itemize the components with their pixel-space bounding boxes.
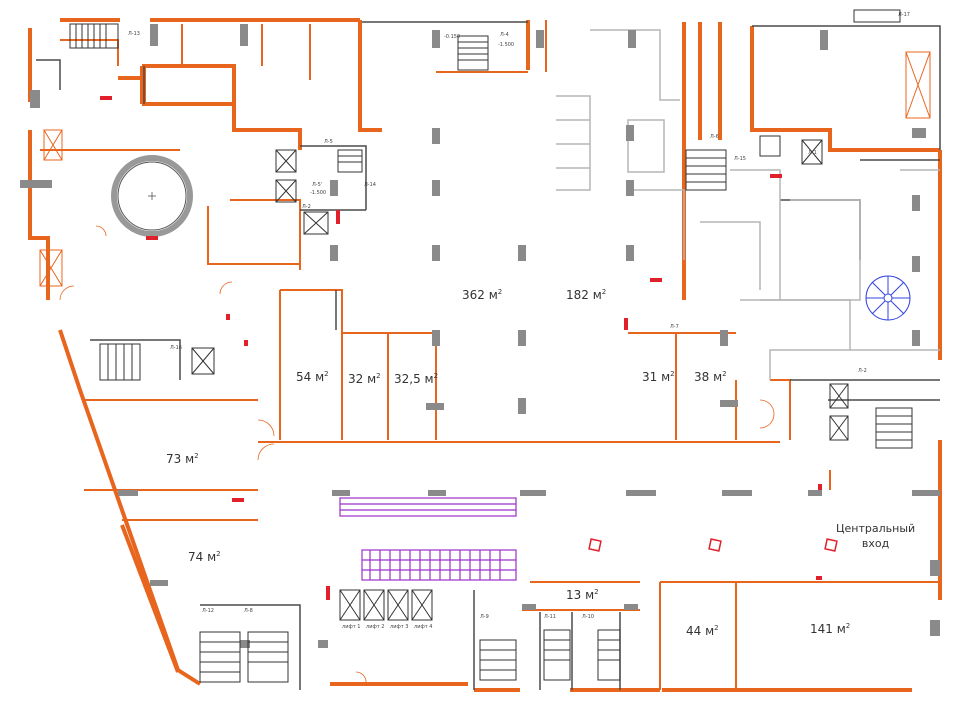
fire-markers: [100, 96, 822, 600]
spiral-stair: [865, 275, 911, 321]
stair-tag-l2-east: Л-2: [858, 368, 867, 374]
door-swings: [59, 225, 775, 683]
stair-tag-l17: Л-17: [898, 12, 910, 18]
stair-tag-l5b: Л-5': [312, 182, 323, 188]
lift-tag-4: лифт 4: [414, 624, 433, 630]
stair-tag-l15: Л-15: [734, 156, 746, 162]
area-label-182: 182 м2: [566, 288, 607, 302]
stair-tag-l16: Л-16: [170, 345, 182, 351]
stair-tag-l7: Л-7: [670, 324, 679, 330]
level-mark-top1: -0.150: [444, 34, 461, 40]
area-label-44: 44 м2: [686, 624, 719, 638]
central-entrance-label: Центральный вход: [836, 522, 916, 550]
exterior-walls: [28, 18, 942, 692]
elevators: [39, 51, 931, 621]
area-label-32: 32 м2: [348, 372, 381, 386]
stairs: [69, 9, 913, 683]
escalators: [339, 497, 517, 581]
rotunda: [111, 155, 193, 237]
area-label-13: 13 м2: [566, 588, 599, 602]
area-label-73: 73 м2: [166, 452, 199, 466]
dark-partitions: [36, 21, 941, 690]
columns: [20, 24, 940, 648]
lift-tag-3: лифт 3: [390, 624, 409, 630]
area-label-362: 362 м2: [462, 288, 503, 302]
area-label-38: 38 м2: [694, 370, 727, 384]
stair-tag-l13: Л-13: [128, 31, 140, 37]
stair-tag-l4: Л-4: [500, 32, 509, 38]
area-label-31: 31 м2: [642, 370, 675, 384]
stair-tag-l10: Л-10: [582, 614, 594, 620]
level-mark-top2: -1.500: [498, 42, 515, 48]
stair-tag-l14: Л-14: [364, 182, 376, 188]
area-label-141: 141 м2: [810, 622, 851, 636]
interior-walls: [40, 20, 940, 690]
stair-tag-l9: Л-9: [480, 614, 489, 620]
entrance-markers: [588, 538, 838, 552]
light-partitions: [556, 29, 940, 380]
stair-tag-l5: Л-5: [324, 139, 333, 145]
level-mark-mid: -1.500: [310, 190, 327, 196]
stair-tag-l11: Л-11: [544, 614, 556, 620]
area-label-74: 74 м2: [188, 550, 221, 564]
area-label-54: 54 м2: [296, 370, 329, 384]
stair-tag-l8: Л-8: [244, 608, 253, 614]
stair-tag-l6: Л-6: [710, 134, 719, 140]
lift-tag-1: лифт 1: [342, 624, 361, 630]
lift-tag-2: лифт 2: [366, 624, 385, 630]
stair-tag-l1: Л-1: [808, 150, 817, 156]
stair-tag-l2-west: Л-2: [302, 204, 311, 210]
stair-tag-l12: Л-12: [202, 608, 214, 614]
area-label-32-5: 32,5 м2: [394, 372, 439, 386]
